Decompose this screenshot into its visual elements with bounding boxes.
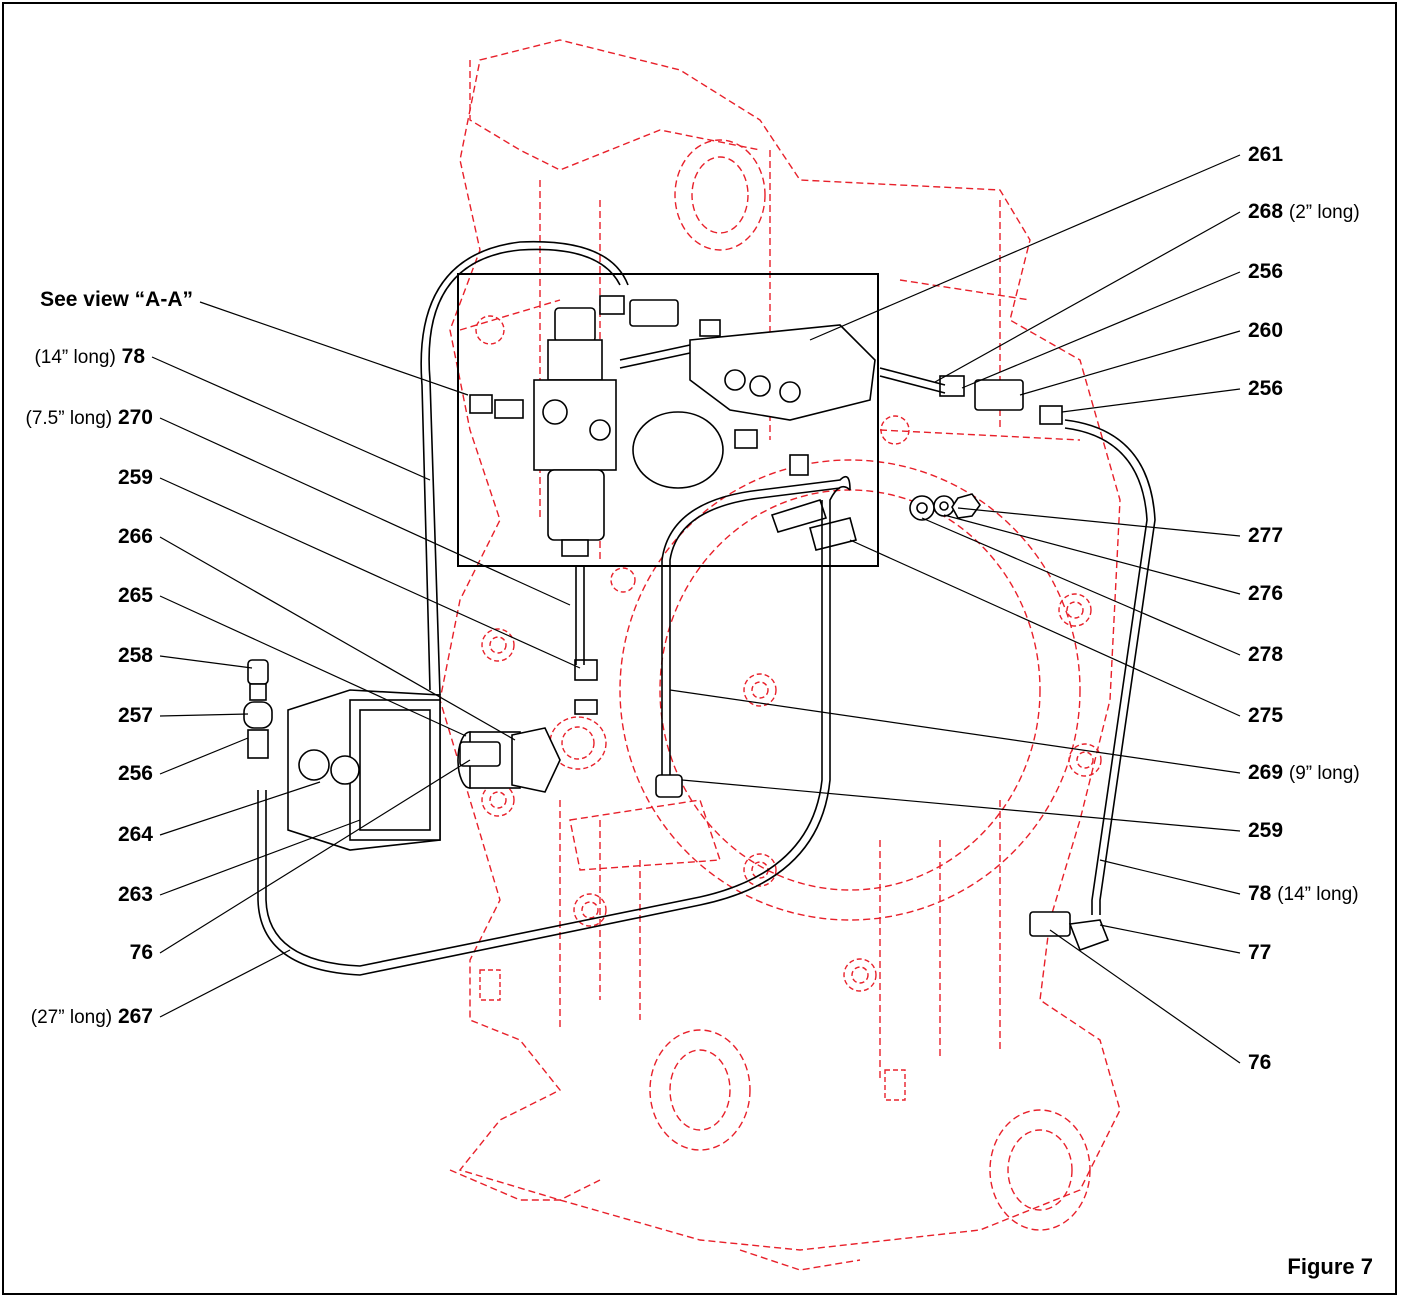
callout-261: 261 (1248, 143, 1284, 166)
inset-box (457, 273, 879, 567)
callout-78-left: (14” long) 78 (34, 345, 145, 368)
callout-268: 268 (2” long) (1248, 200, 1360, 223)
callout-77: 77 (1248, 941, 1272, 964)
callout-259-left: 259 (117, 466, 153, 489)
figure-title: Figure 7 (1287, 1254, 1373, 1279)
tubing (257, 240, 1156, 976)
callout-note: (9” long) (1288, 763, 1360, 784)
callout-270: (7.5” long) 270 (25, 406, 154, 429)
callout-265: 265 (117, 584, 153, 607)
callout-266: 266 (117, 525, 153, 548)
callout-275: 275 (1248, 704, 1284, 727)
callout-note: (14” long) (1277, 884, 1359, 905)
callout-256-top: 256 (1248, 260, 1284, 283)
callout-78-right: 78 (14” long) (1248, 882, 1359, 905)
callout-278: 278 (1248, 643, 1284, 666)
components (243, 295, 1110, 952)
callout-277: 277 (1248, 524, 1284, 547)
callout-76-left: 76 (129, 941, 153, 964)
pump-body-outline (439, 39, 1121, 1271)
callout-note: (7.5” long) (25, 408, 113, 429)
callout-276: 276 (1248, 582, 1284, 605)
callout-note: (2” long) (1288, 202, 1360, 223)
callout-76-right: 76 (1248, 1051, 1272, 1074)
callout-267: (27” long) 267 (30, 1005, 153, 1028)
callout-note: (14” long) (34, 347, 116, 368)
callout-259-right: 259 (1248, 819, 1284, 842)
callout-269: 269 (9” long) (1248, 761, 1360, 784)
callout-258: 258 (117, 644, 153, 667)
callout-see-view: See view “A-A” (40, 288, 193, 311)
callout-257: 257 (117, 704, 153, 727)
callout-260: 260 (1248, 319, 1284, 342)
leader-lines (151, 154, 1241, 1064)
callout-264: 264 (117, 823, 153, 846)
callout-256-left: 256 (117, 762, 153, 785)
callout-256-mid: 256 (1248, 377, 1284, 400)
callout-263: 263 (117, 883, 153, 906)
callout-note: (27” long) (30, 1007, 113, 1028)
